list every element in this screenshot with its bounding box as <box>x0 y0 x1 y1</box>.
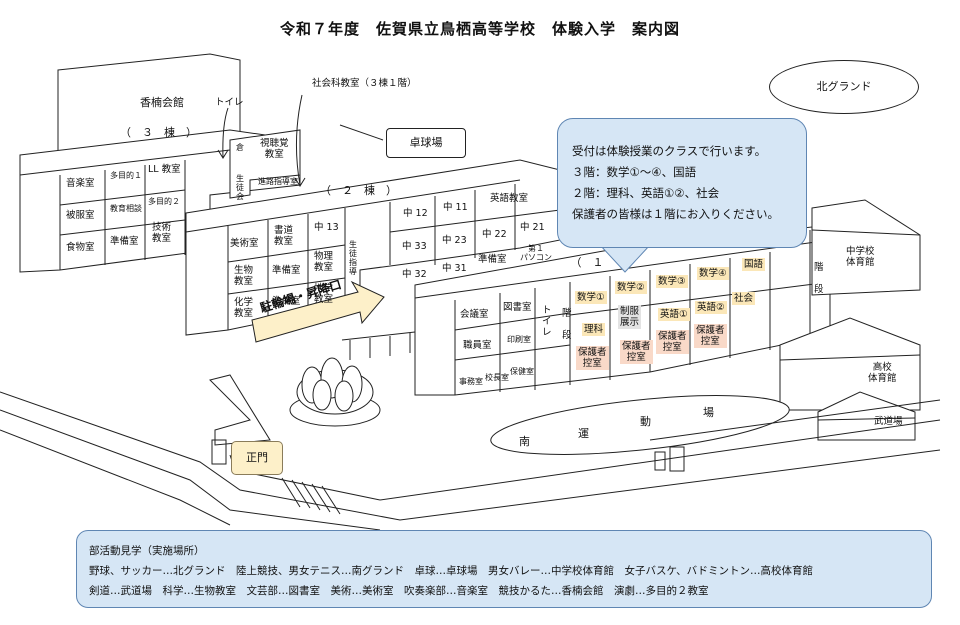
club-visit-info: 部活動見学（実施場所） 野球、サッカー…北グランド 陸上競技、男女テニス…南グラ… <box>76 530 932 608</box>
c32-label: 中 32 <box>402 269 427 280</box>
hogo-room-1: 保護者 控室 <box>576 346 609 370</box>
seifuku-room: 制服 展示 <box>618 305 642 329</box>
bijutsu-label: 美術室 <box>230 238 259 249</box>
south-field-track <box>490 395 790 455</box>
sugaku3-room: 数学③ <box>656 275 688 288</box>
callout-line-2: ３階：数学①～④、国語 <box>572 165 697 179</box>
kocho-label: 校長室 <box>485 373 509 382</box>
sugaku4-room: 数学④ <box>697 267 729 280</box>
south-field-char-2: 運 <box>578 427 589 440</box>
club-visit-title: 部活動見学（実施場所） <box>89 545 205 557</box>
c12-label: 中 12 <box>403 208 428 219</box>
c33-label: 中 33 <box>402 241 427 252</box>
eigo-kyoshitsu-label: 英語教室 <box>490 193 529 204</box>
kaidan-2-label: 階 段 <box>814 262 824 295</box>
budojo-building <box>817 391 916 441</box>
crosswalk <box>281 477 341 515</box>
pointer-lines <box>217 94 384 187</box>
kura-label: 倉 <box>236 143 244 152</box>
sugaku2-room: 数学② <box>615 281 647 294</box>
trees <box>301 357 363 412</box>
page-title: 令和７年度 佐賀県立鳥栖高等学校 体験入学 案内図 <box>279 20 680 38</box>
c11-label: 中 11 <box>443 202 468 213</box>
building-3-label: （ ３ 棟 ） <box>120 126 197 139</box>
reception-callout: 受付は体験授業のクラスで行います。 ３階：数学①～④、国語 ２階：理科、英語①②… <box>557 118 807 248</box>
mokuteki2-label: 多目的２ <box>148 197 180 206</box>
junbi4-label: 準備室 <box>478 254 507 265</box>
north-ground-oval: 北グランド <box>769 60 919 114</box>
kosui-kaikan-label: 香楠会館 <box>140 96 184 109</box>
chugakko-gym-building <box>811 199 921 296</box>
gijutsu-label: 技術 教室 <box>152 222 172 244</box>
eigo2-room: 英語② <box>695 301 727 314</box>
kaigi-label: 会議室 <box>460 309 489 320</box>
junbi3-label: 準備室 <box>272 296 301 307</box>
shodo-label: 書道 教室 <box>274 225 294 247</box>
shinro-label: 進路指導室 <box>258 177 298 186</box>
hifuku-label: 被服室 <box>66 210 95 221</box>
koko-gym-building <box>779 317 921 411</box>
shakai-room-label: 社会科教室（３棟１階） <box>312 78 417 89</box>
south-field-char-3: 動 <box>640 415 651 428</box>
building-2-label: （ ２ 棟 ） <box>320 184 397 197</box>
south-field-char-1: 南 <box>519 435 530 448</box>
kokugo-room: 国語 <box>742 258 766 271</box>
kagaku-label: 化学 教室 <box>234 297 254 319</box>
junbi1-label: 準備室 <box>110 236 139 247</box>
kaidan-1-label: 階 段 <box>562 308 572 341</box>
hoken-label: 保健室 <box>510 367 534 376</box>
kosui-kaikan-building <box>57 53 241 161</box>
main-gate: 正門 <box>231 441 283 475</box>
ll-label: LL 教室 <box>148 164 181 175</box>
callout-line-4: 保護者の皆様は１階にお入りください。 <box>572 207 779 221</box>
eigo1-room: 英語① <box>658 308 690 321</box>
c31-label: 中 31 <box>442 263 467 274</box>
butsuri-label: 物理 教室 <box>314 251 334 273</box>
sugaku1-room: 数学① <box>575 291 607 304</box>
club-visit-line-1: 野球、サッカー…北グランド 陸上競技、男女テニス…南グランド 卓球…卓球場 男女… <box>89 565 813 577</box>
budojo-label: 武道場 <box>874 416 903 427</box>
south-field-char-4: 場 <box>703 406 714 419</box>
c22-label: 中 22 <box>482 229 507 240</box>
c21-label: 中 21 <box>520 222 545 233</box>
rika-room: 理科 <box>582 323 606 336</box>
kyoiku-label: 教育相談 <box>110 204 142 213</box>
building-1-label: （ １ <box>570 256 615 269</box>
shakai-room: 社会 <box>732 292 756 305</box>
toilet-vertical-label: ト イ レ <box>542 305 552 338</box>
tosho-label: 図書室 <box>503 302 532 313</box>
chu-gym-label: 中学校 体育館 <box>846 246 875 268</box>
shichokaku-label: 視聴覚 教室 <box>260 138 289 160</box>
ko-gym-label: 高校 体育館 <box>868 362 897 384</box>
callout-line-1: 受付は体験授業のクラスで行います。 <box>572 144 767 158</box>
callout-line-3: ２階：理科、英語①②、社会 <box>572 186 720 200</box>
seito-kai-label: 生 徒 会 <box>236 174 244 201</box>
toilet-top-label: トイレ <box>215 97 244 108</box>
seibutsu-label: 生物 教室 <box>234 265 254 287</box>
c13-label: 中 13 <box>314 222 339 233</box>
hogo-room-4: 保護者 控室 <box>694 324 727 348</box>
bicycle-shed <box>341 331 416 360</box>
c23-label: 中 23 <box>442 235 467 246</box>
junbi2-label: 準備室 <box>272 265 301 276</box>
hogo-room-2: 保護者 控室 <box>620 340 653 364</box>
club-visit-line-2: 剣道…武道場 科学…生物教室 文芸部…図書室 美術…美術室 吹奏楽部…音楽室 競… <box>89 585 709 597</box>
shokumotsu-label: 食物室 <box>66 242 95 253</box>
mokuteki1-label: 多目的１ <box>110 171 142 180</box>
takkyujo-box: 卓球場 <box>386 128 466 158</box>
entrance-arrow <box>251 280 385 343</box>
hogo-room-3: 保護者 控室 <box>656 330 689 354</box>
shokuin-label: 職員室 <box>463 340 492 351</box>
insatsu-label: 印刷室 <box>507 335 531 344</box>
pc-label: 第１ パソコン <box>520 244 552 262</box>
chigaku-label: 地学 教室 <box>314 283 334 305</box>
ongaku-label: 音楽室 <box>66 178 95 189</box>
jimu-label: 事務室 <box>459 377 483 386</box>
building-2 <box>185 159 561 336</box>
seito-shido-label: 生徒指導 <box>349 240 357 276</box>
